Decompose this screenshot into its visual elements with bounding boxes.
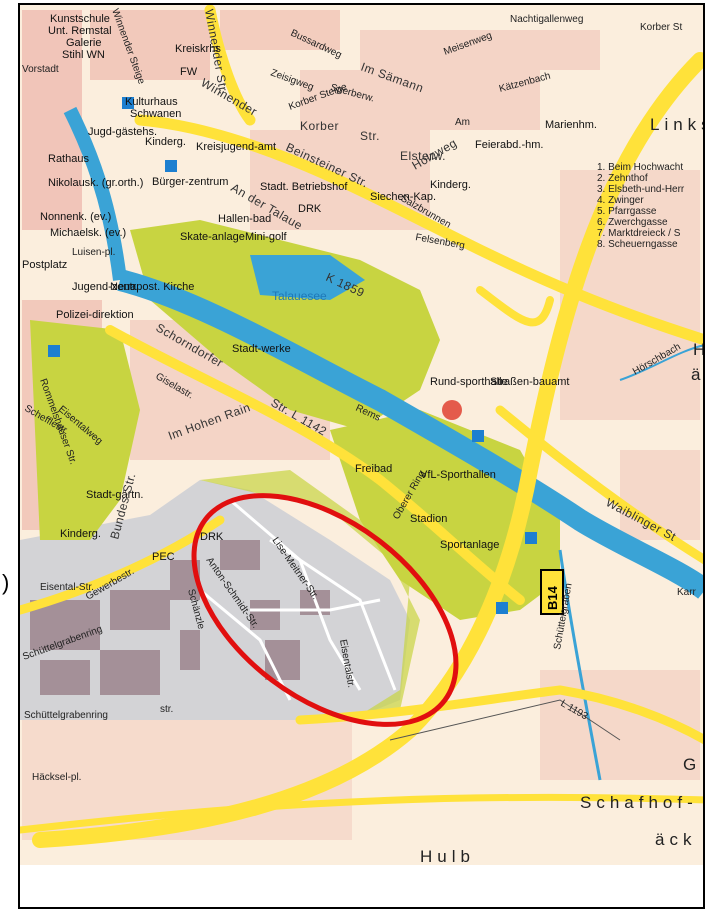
place-label: Nikolausk. (gr.orth.) <box>48 177 143 189</box>
place-label: Rund-sporthalle <box>430 376 508 388</box>
place-label: Skate-anlage <box>180 231 245 243</box>
lake-label: Talauesee <box>272 289 327 303</box>
place-label: Kinderg. <box>430 179 471 191</box>
place-label: Postplatz <box>22 259 67 271</box>
place-label: Kreiskrhs <box>175 43 221 55</box>
place-label: FW <box>180 66 198 78</box>
place-label: Kinderg. <box>145 136 186 148</box>
place-label: Michaelsk. (ev.) <box>50 227 126 239</box>
legend-item: 4. Zwinger <box>597 195 644 206</box>
street-label: Schüttelgrabenring <box>24 710 108 721</box>
area-label: Hulb <box>420 847 475 866</box>
area-label: H <box>693 340 710 359</box>
place-label: Straßen-bauamt <box>490 376 569 388</box>
place-label: Freibad <box>355 463 392 475</box>
place-label: Polizei-direktion <box>56 309 134 321</box>
talauesee-lake <box>250 255 365 300</box>
place-label: DRK <box>200 531 224 543</box>
place-label: Schwanen <box>130 108 181 120</box>
street-label: Korber St <box>640 22 682 33</box>
place-label: Marienhm. <box>545 119 597 131</box>
rundsporthalle-dome <box>442 400 462 420</box>
place-label: Stadt. Betriebshof <box>260 181 348 193</box>
place-label: Rathaus <box>48 153 89 165</box>
place-label: Stihl WN <box>62 49 105 61</box>
place-label: Häcksel-pl. <box>32 772 81 783</box>
area-label: Schafhof- <box>580 793 698 812</box>
street-label: Eisental-Str. <box>40 582 94 593</box>
minor-roads <box>199 498 397 701</box>
street-legend: 1. Beim Hochwacht 2. Zehnthof 3. Elsbeth… <box>597 162 685 250</box>
place-label: Jugd-gästehs. <box>88 126 157 138</box>
street-label: Am <box>455 117 470 128</box>
street-label: Str. <box>360 129 380 143</box>
street-label: str. <box>160 704 173 715</box>
b14-label: B14 <box>545 585 560 610</box>
edge-bracket: ) <box>2 570 9 595</box>
place-label: Hallen-bad <box>218 213 271 225</box>
area-label: G <box>683 755 701 774</box>
street-label: Korber <box>300 119 339 133</box>
b14-marker <box>540 569 564 615</box>
place-label: Neuapost. Kirche <box>110 281 194 293</box>
place-label: Kunstschule <box>50 13 110 25</box>
legend-item: 8. Scheuerngasse <box>597 239 678 250</box>
legend-item: 6. Zwerchgasse <box>597 217 668 228</box>
street-label: Karr <box>677 587 697 598</box>
place-label: Kreisjugend-amt <box>196 141 276 153</box>
legend-item: 1. Beim Hochwacht <box>597 162 683 173</box>
legend-item: 5. Pfarrgasse <box>597 206 657 217</box>
parking-markers <box>48 97 537 614</box>
place-label: Unt. Remstal <box>48 25 112 37</box>
place-label: VfL-Sporthallen <box>420 469 496 481</box>
legend-item: 3. Elsbeth-und-Herr <box>597 184 685 195</box>
highlight-ellipse <box>191 493 459 727</box>
place-label: PEC <box>152 551 175 563</box>
place-label: Vorstadt <box>22 64 59 75</box>
place-label: Siechen-Kap. <box>370 191 436 203</box>
place-label: Stadion <box>410 513 447 525</box>
place-label: DRK <box>298 203 322 215</box>
place-label: Stadt-gärtn. <box>86 489 143 501</box>
place-label: Mini-golf <box>245 231 288 243</box>
place-label: Bürger-zentrum <box>152 176 228 188</box>
street-label: Nachtigallenweg <box>510 14 583 25</box>
place-label: Galerie <box>66 37 101 49</box>
rems-river <box>117 269 703 599</box>
street-label: Elsterw. <box>400 149 446 163</box>
legend-item: 7. Marktdreieck / S <box>597 228 681 239</box>
place-label: Jugend-zentr. <box>72 281 139 293</box>
area-label: Links <box>650 115 712 134</box>
place-label: Luisen-pl. <box>72 247 115 258</box>
place-label: Stadt-werke <box>232 343 291 355</box>
place-label: Kulturhaus <box>125 96 178 108</box>
place-label: Kinderg. <box>60 528 101 540</box>
legend-item: 2. Zehnthof <box>597 173 648 184</box>
place-label: Nonnenk. (ev.) <box>40 211 111 223</box>
area-label: ä <box>691 365 705 384</box>
place-label: Sportanlage <box>440 539 499 551</box>
area-label: äck <box>655 830 696 849</box>
place-label: Feierabd.-hm. <box>475 139 543 151</box>
